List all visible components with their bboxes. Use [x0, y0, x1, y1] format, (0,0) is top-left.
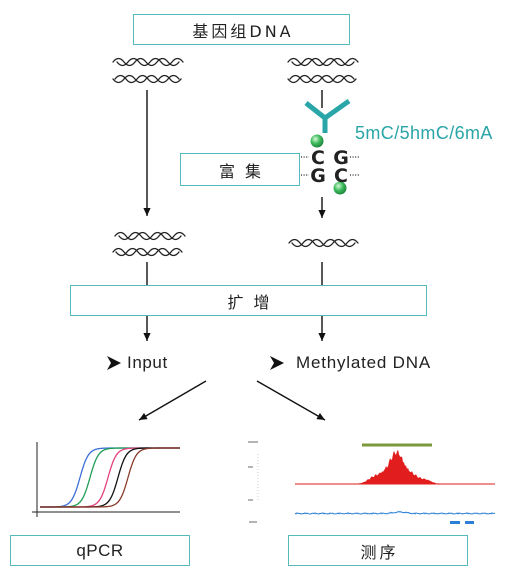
base-letter: C	[334, 165, 348, 187]
amplification-label: 扩增	[227, 292, 280, 312]
methyl-group-dot-icon	[310, 134, 324, 148]
amplification-box: 扩增	[70, 285, 427, 316]
arrow-to-qpcr	[138, 380, 207, 421]
qpcr-box: qPCR	[10, 535, 190, 566]
dna-strand	[287, 57, 355, 67]
dna-strand-icon	[287, 57, 359, 84]
dna-strand	[112, 247, 180, 257]
dna-strand	[289, 74, 357, 84]
base-letter: G	[310, 165, 326, 187]
track-label-mark	[249, 521, 257, 523]
amplification-curve	[40, 447, 180, 508]
enrichment-label: 富集	[218, 161, 271, 181]
qpcr-amplification-plot	[32, 442, 180, 517]
sequencing-label: 测序	[360, 542, 399, 562]
dna-strand	[287, 74, 355, 84]
track-label-mark	[248, 441, 258, 443]
amplification-curve	[40, 447, 180, 508]
sequencing-box: 测序	[288, 535, 468, 566]
dna-strand-icon	[288, 238, 359, 248]
annotation-block	[450, 521, 460, 524]
dna-strand	[291, 238, 359, 248]
dna-strand	[114, 74, 182, 84]
dna-strand	[118, 231, 186, 241]
genomic-dna-box: 基因组DNA	[133, 14, 350, 45]
dna-strand	[116, 57, 184, 67]
methylated-branch-label: Methylated DNA	[296, 353, 431, 372]
arrowhead-bullet-icon	[270, 356, 284, 370]
sequencing-track-view	[248, 441, 496, 524]
antibody-icon	[304, 98, 351, 133]
secondary-signal-track	[294, 511, 496, 515]
antibody-targets-label: 5mC/5hmC/6mA	[355, 123, 493, 143]
genomic-dna-label: 基因组DNA	[192, 21, 294, 41]
track-label-mark	[248, 499, 253, 501]
dna-strand-icon	[112, 57, 184, 84]
base-letter: C	[311, 147, 325, 169]
dna-strand	[112, 74, 180, 84]
base-letter: G	[333, 147, 349, 169]
dna-strand	[288, 238, 356, 248]
antibody-right-arm	[323, 98, 351, 121]
arrowhead-bullet-icon	[107, 356, 121, 370]
dna-strand-icon	[112, 231, 186, 257]
dna-strand	[112, 57, 180, 67]
annotation-block	[465, 521, 474, 524]
input-branch-label: Input	[127, 353, 168, 372]
dna-strand	[114, 231, 182, 241]
methyl-group-dot-icon	[333, 181, 347, 195]
track-label-mark	[248, 466, 253, 468]
dna-strand	[115, 247, 183, 257]
qpcr-label: qPCR	[76, 540, 124, 560]
dna-strand	[291, 57, 359, 67]
methylation-signal-peak	[295, 449, 495, 484]
arrow-to-sequencing	[256, 380, 326, 421]
antibody-left-arm	[304, 101, 327, 120]
enrichment-box: 富集	[180, 153, 300, 186]
